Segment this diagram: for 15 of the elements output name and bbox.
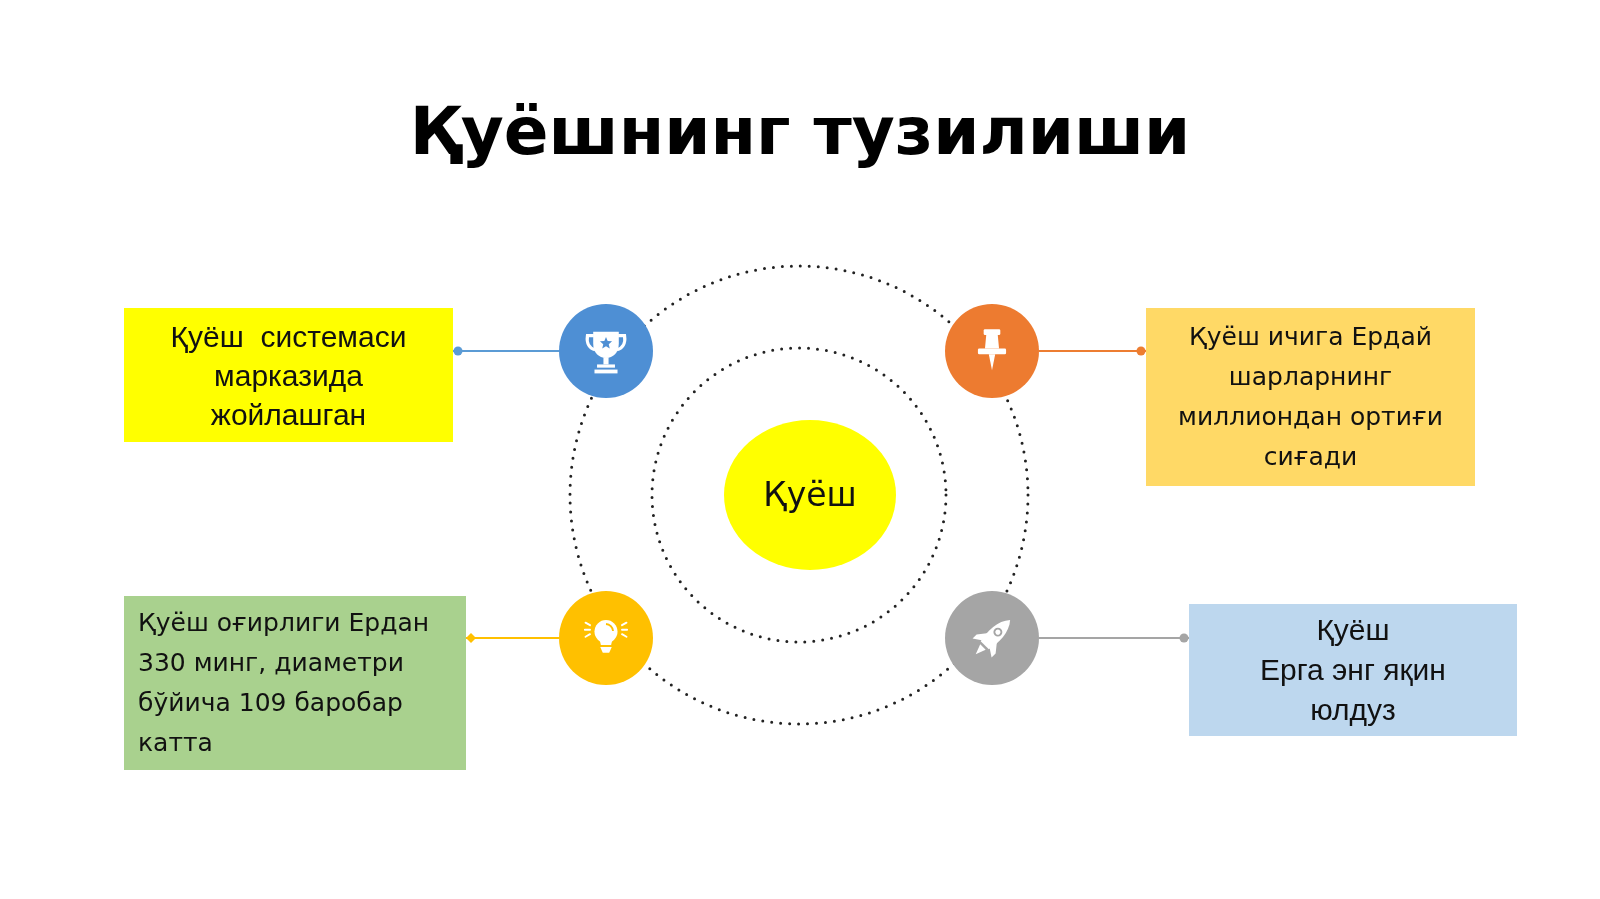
card-text: Қуёш ичига Ердай шарларнинг миллиондан ортиғи сиғади [1177,321,1444,473]
card-text: Ерга энг яқин юлдуз [1259,652,1447,728]
connector-line [452,346,560,356]
title: Қуёшнинг тузилиши [409,92,1191,172]
info-card [124,596,466,770]
connector-line [465,633,560,643]
info-card [124,308,453,442]
info-card [1146,308,1475,486]
card-text: Қуёш оғирлиги Ердан 330 минг, диаметри бўйича 109 баробар катта [138,607,431,759]
sun-label: Қуёш [762,475,858,515]
card-text: Қуёш системаси марказида жойлашган [169,318,408,433]
connector-line [1038,633,1190,643]
card-heading: Қуёш [1315,612,1391,648]
info-card [1189,604,1517,736]
connector-line [1038,346,1147,356]
